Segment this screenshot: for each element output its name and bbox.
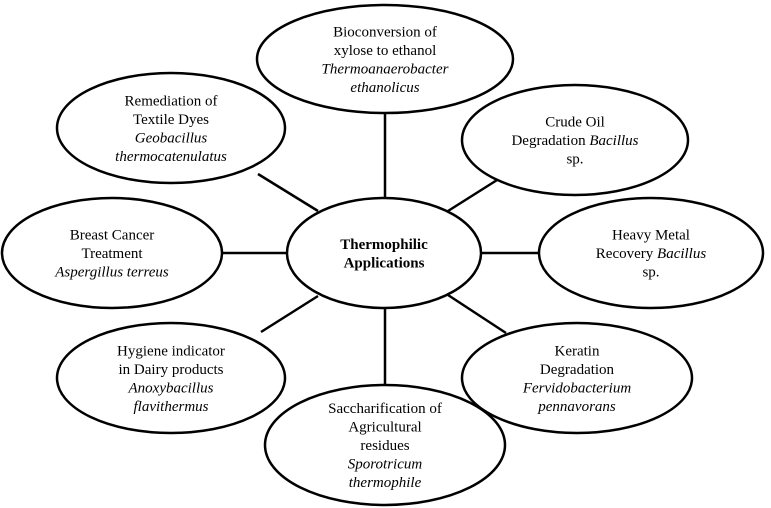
connector-hygiene xyxy=(260,294,319,334)
node-ellipse-textile-dyes xyxy=(55,71,287,185)
node-label-saccharification-line: residues xyxy=(360,438,409,454)
connectors xyxy=(222,113,539,385)
node-label-xylose-ethanol-line: xylose to ethanol xyxy=(334,43,436,59)
node-label-xylose-ethanol-line: ethanolicus xyxy=(350,80,419,96)
node-label-xylose-ethanol-line: Thermoanaerobacter xyxy=(322,61,449,77)
node-label-textile-dyes-line: thermocatenulatus xyxy=(115,149,227,165)
connector-keratin xyxy=(447,293,507,335)
node-label-heavy-metal-segment: Recovery xyxy=(596,246,657,262)
node-ellipse-xylose-ethanol xyxy=(255,3,515,115)
node-label-saccharification-line: Agricultural xyxy=(348,420,421,436)
node-label-crude-oil-segment: Degradation xyxy=(511,133,589,149)
node-label-heavy-metal-segment: Bacillus xyxy=(657,246,706,262)
node-ellipse-saccharification xyxy=(263,383,507,507)
connector-crude-oil xyxy=(447,173,506,213)
node-label-xylose-ethanol-line: Bioconversion of xyxy=(333,24,437,40)
node-label-saccharification-line: thermophile xyxy=(349,475,422,491)
node-label-heavy-metal-line: sp. xyxy=(642,265,659,281)
node-label-keratin-line: Keratin xyxy=(555,343,600,359)
center-ellipse xyxy=(285,196,483,310)
node-label-keratin-line: pennavorans xyxy=(537,399,616,415)
center-label-line: Applications xyxy=(344,255,425,271)
node-label-textile-dyes-line: Remediation of xyxy=(125,93,218,109)
ellipses xyxy=(0,3,765,507)
node-ellipse-keratin xyxy=(460,321,694,435)
node-ellipse-heavy-metal xyxy=(537,196,765,310)
node-label-crude-oil-line: Degradation Bacillus xyxy=(511,133,638,149)
node-label-hygiene-line: in Dairy products xyxy=(119,362,224,378)
node-label-breast-cancer-line: Breast Cancer xyxy=(70,228,155,244)
node-label-breast-cancer-line: Treatment xyxy=(81,246,143,262)
node-ellipse-crude-oil xyxy=(460,83,690,197)
node-label-breast-cancer-line: Aspergillus terreus xyxy=(54,265,169,281)
node-label-saccharification-line: Sporotricum xyxy=(348,457,423,473)
node-ellipse-hygiene xyxy=(55,321,287,435)
node-label-saccharification-line: Saccharification of xyxy=(328,401,442,417)
node-label-crude-oil-line: Crude Oil xyxy=(545,115,605,131)
node-ellipse-breast-cancer xyxy=(0,196,224,310)
node-label-hygiene-line: Anoxybacillus xyxy=(128,380,214,396)
node-label-hygiene-line: Hygiene indicator xyxy=(117,343,225,359)
node-label-heavy-metal-line: Heavy Metal xyxy=(612,228,690,244)
node-label-keratin-line: Degradation xyxy=(540,362,615,378)
node-label-textile-dyes-line: Geobacillus xyxy=(135,130,208,146)
center-label-line: Thermophilic xyxy=(340,237,428,253)
connector-textile-dyes xyxy=(257,172,319,213)
node-label-keratin-line: Fervidobacterium xyxy=(522,380,631,396)
node-label-heavy-metal-line: Recovery Bacillus xyxy=(596,246,707,262)
node-label-crude-oil-line: sp. xyxy=(566,152,583,168)
node-label-crude-oil-segment: Bacillus xyxy=(589,133,638,149)
node-label-textile-dyes-line: Textile Dyes xyxy=(133,112,209,128)
node-label-hygiene-line: flavithermus xyxy=(134,399,209,415)
